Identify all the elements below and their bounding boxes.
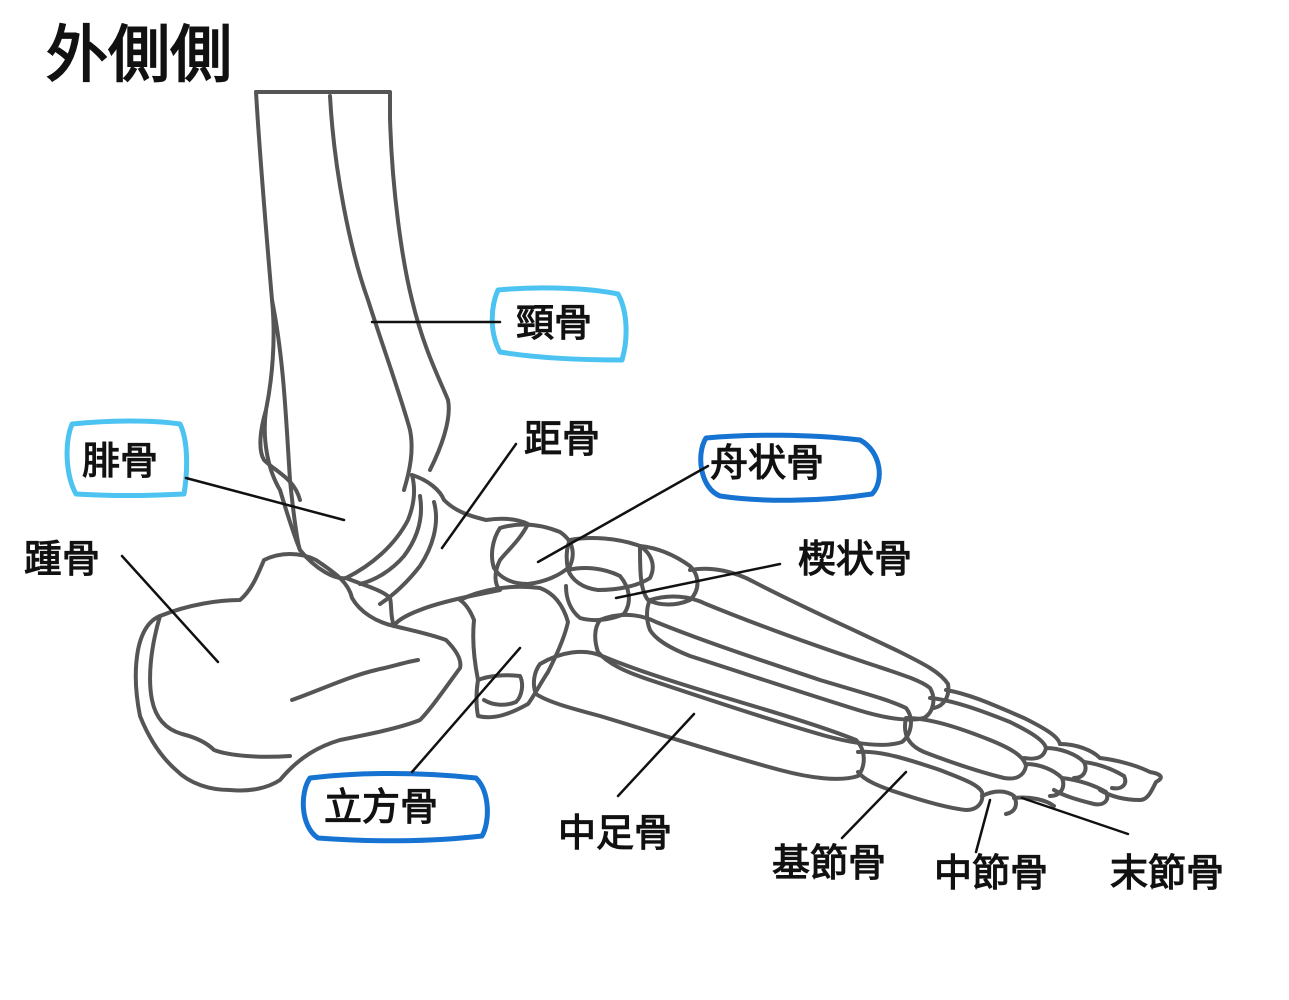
label-cuneiform: 楔状骨 bbox=[798, 537, 912, 581]
label-tibia: 頸骨 bbox=[516, 301, 592, 345]
label-fibula: 腓骨 bbox=[82, 439, 158, 483]
navicular-outline bbox=[490, 522, 575, 586]
label-navicular: 舟状骨 bbox=[710, 441, 824, 485]
leader-calcaneus bbox=[120, 554, 220, 664]
leader-cuneiform bbox=[614, 562, 782, 600]
talus-inner-2 bbox=[378, 500, 439, 606]
leader-middle-phalanx bbox=[974, 798, 992, 854]
label-proximal-phalanx: 基節骨 bbox=[772, 841, 886, 885]
leader-talus bbox=[440, 442, 518, 550]
phalanx-distal-5 bbox=[1012, 795, 1056, 808]
highlight-rings bbox=[64, 285, 882, 844]
tibia-outline bbox=[254, 90, 451, 472]
label-calcaneus: 踵骨 bbox=[24, 537, 100, 581]
label-middle-phalanx: 中節骨 bbox=[934, 851, 1048, 895]
phalanx-distal-big bbox=[1098, 756, 1163, 802]
label-cuboid: 立方骨 bbox=[324, 785, 438, 829]
metatarsal-5 bbox=[531, 649, 866, 781]
phalanx-proximal-2 bbox=[944, 688, 1062, 746]
phalanx-proximal-4 bbox=[903, 716, 1028, 781]
phalanx-distal-4 bbox=[1052, 776, 1110, 807]
leader-lines bbox=[120, 320, 1130, 854]
label-distal-phalanx: 末節骨 bbox=[1110, 851, 1224, 895]
calcaneus-sustentaculum bbox=[290, 658, 420, 702]
ring-cuboid bbox=[300, 771, 490, 844]
talus-inner bbox=[358, 494, 423, 586]
tibia-inner-line bbox=[328, 94, 414, 492]
bone-drawing bbox=[133, 90, 1163, 816]
metatarsal-4 bbox=[593, 613, 913, 747]
phalanx-distal-3 bbox=[1082, 760, 1128, 791]
tibia-left-edge bbox=[254, 90, 302, 502]
bone-labels: 頸骨 腓骨 距骨 舟状骨 踵骨 楔状骨 立方骨 中足骨 基節骨 中節骨 末節骨 bbox=[24, 301, 1224, 895]
leader-navicular bbox=[536, 464, 710, 564]
fibula-outline bbox=[270, 298, 417, 581]
leader-fibula bbox=[184, 476, 346, 522]
cuboid-outline bbox=[458, 584, 570, 720]
ring-fibula bbox=[64, 418, 190, 498]
label-talus: 距骨 bbox=[524, 417, 600, 461]
leader-metatarsal bbox=[616, 712, 696, 798]
label-metatarsal: 中足骨 bbox=[558, 811, 672, 855]
calcaneus-inner bbox=[148, 614, 292, 759]
phalanx-proximal-3 bbox=[928, 696, 1048, 761]
ring-tibia bbox=[489, 285, 629, 363]
metatarsal-2 bbox=[688, 566, 951, 710]
calcaneus-outline bbox=[133, 552, 463, 793]
cuneiform-intermediate bbox=[564, 566, 631, 623]
leader-proximal-phalanx bbox=[840, 770, 908, 840]
fibula-lower bbox=[262, 408, 302, 552]
diagram-title: 外側側 bbox=[46, 18, 232, 91]
phalanx-middle-2 bbox=[1058, 742, 1102, 760]
leader-cuboid bbox=[410, 646, 522, 774]
phalanx-middle-3 bbox=[1044, 746, 1088, 780]
ring-navicular bbox=[698, 432, 882, 503]
leader-distal-phalanx bbox=[1020, 796, 1130, 836]
phalanx-proximal-5 bbox=[856, 749, 985, 812]
talus-outline bbox=[392, 473, 530, 628]
